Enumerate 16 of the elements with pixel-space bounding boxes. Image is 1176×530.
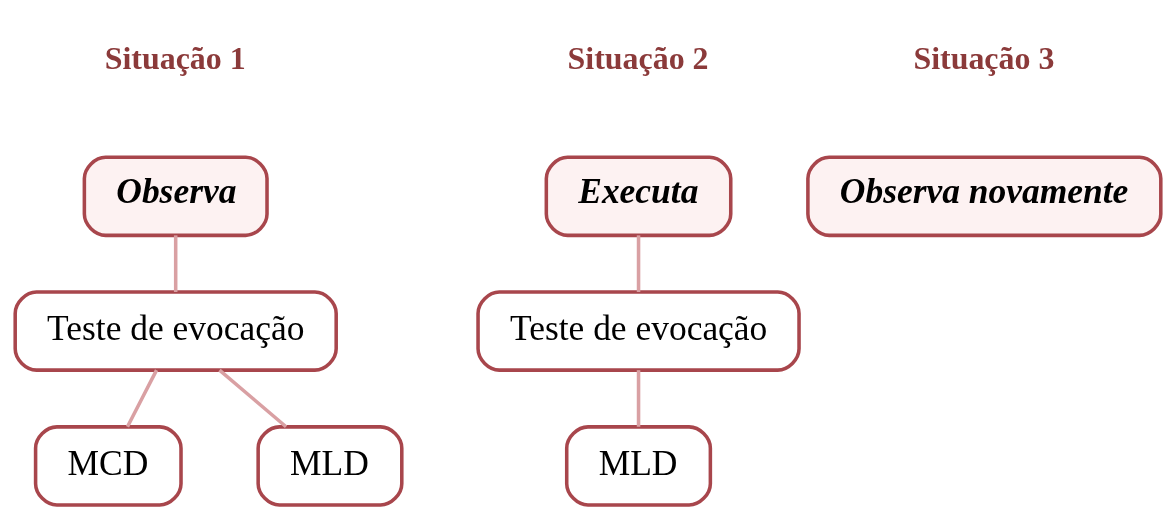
connector xyxy=(125,368,159,428)
node-box: MLD xyxy=(256,424,404,507)
label: Situação 1 xyxy=(104,40,246,76)
label: Situação 2 xyxy=(567,40,709,76)
node-box: MCD xyxy=(33,424,183,507)
connector xyxy=(636,369,641,427)
connector xyxy=(173,234,178,292)
node-box: Observa xyxy=(82,155,269,237)
node-box: Teste de evocação xyxy=(13,289,338,372)
node-box: Observa novamente xyxy=(806,155,1163,237)
node-box: Executa xyxy=(544,155,733,237)
connector xyxy=(218,368,288,428)
label: Situação 3 xyxy=(913,40,1055,76)
connector xyxy=(636,234,641,292)
node-box: MLD xyxy=(564,424,713,507)
node-box: Teste de evocação xyxy=(476,289,801,372)
